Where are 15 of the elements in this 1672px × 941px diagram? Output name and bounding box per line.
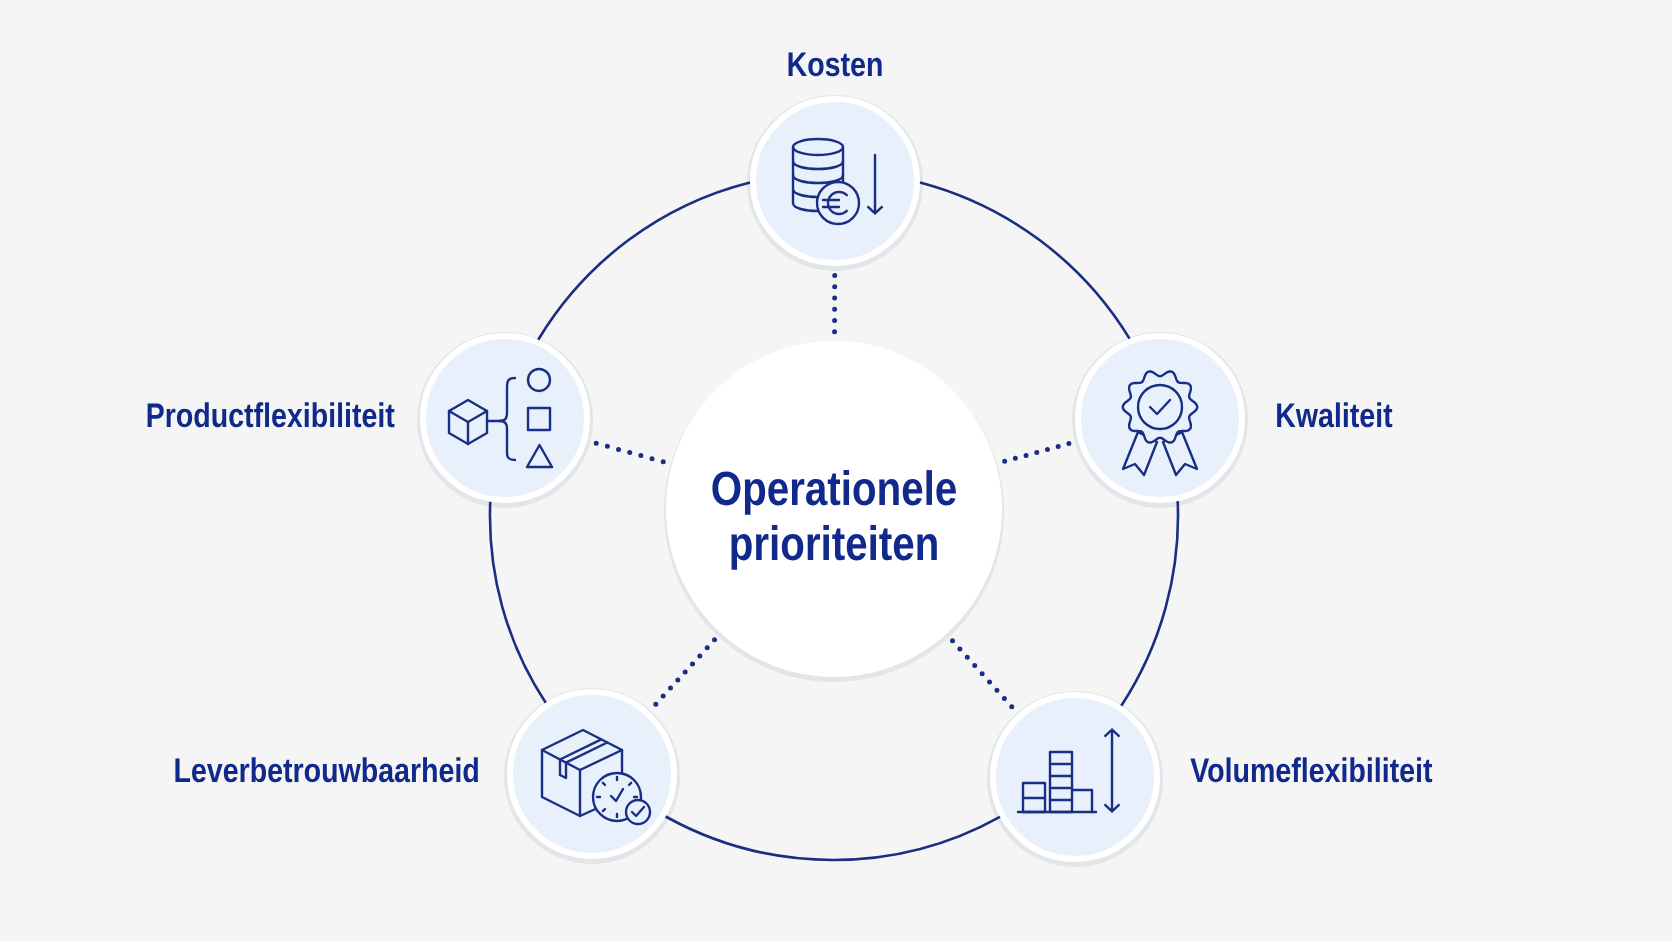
dotted-connector: [950, 638, 1015, 710]
dotted-connector: [832, 272, 838, 335]
dotted-connector: [593, 440, 666, 465]
ring-arc: [1120, 501, 1180, 707]
ring-arc: [919, 181, 1131, 340]
node-label: Volumeflexibiliteit: [1190, 757, 1433, 783]
ring-arc: [488, 501, 547, 704]
node-label: Productflexibiliteit: [147, 402, 395, 428]
ring-arc: [665, 815, 1001, 862]
node-label: Kwaliteit: [1277, 402, 1393, 428]
node-label: Leverbetrouwbaarheid: [175, 757, 478, 783]
dotted-connector: [652, 637, 718, 708]
node-label: Kosten: [788, 52, 882, 77]
dotted-connector: [1002, 440, 1072, 464]
ring-arc: [537, 181, 751, 341]
